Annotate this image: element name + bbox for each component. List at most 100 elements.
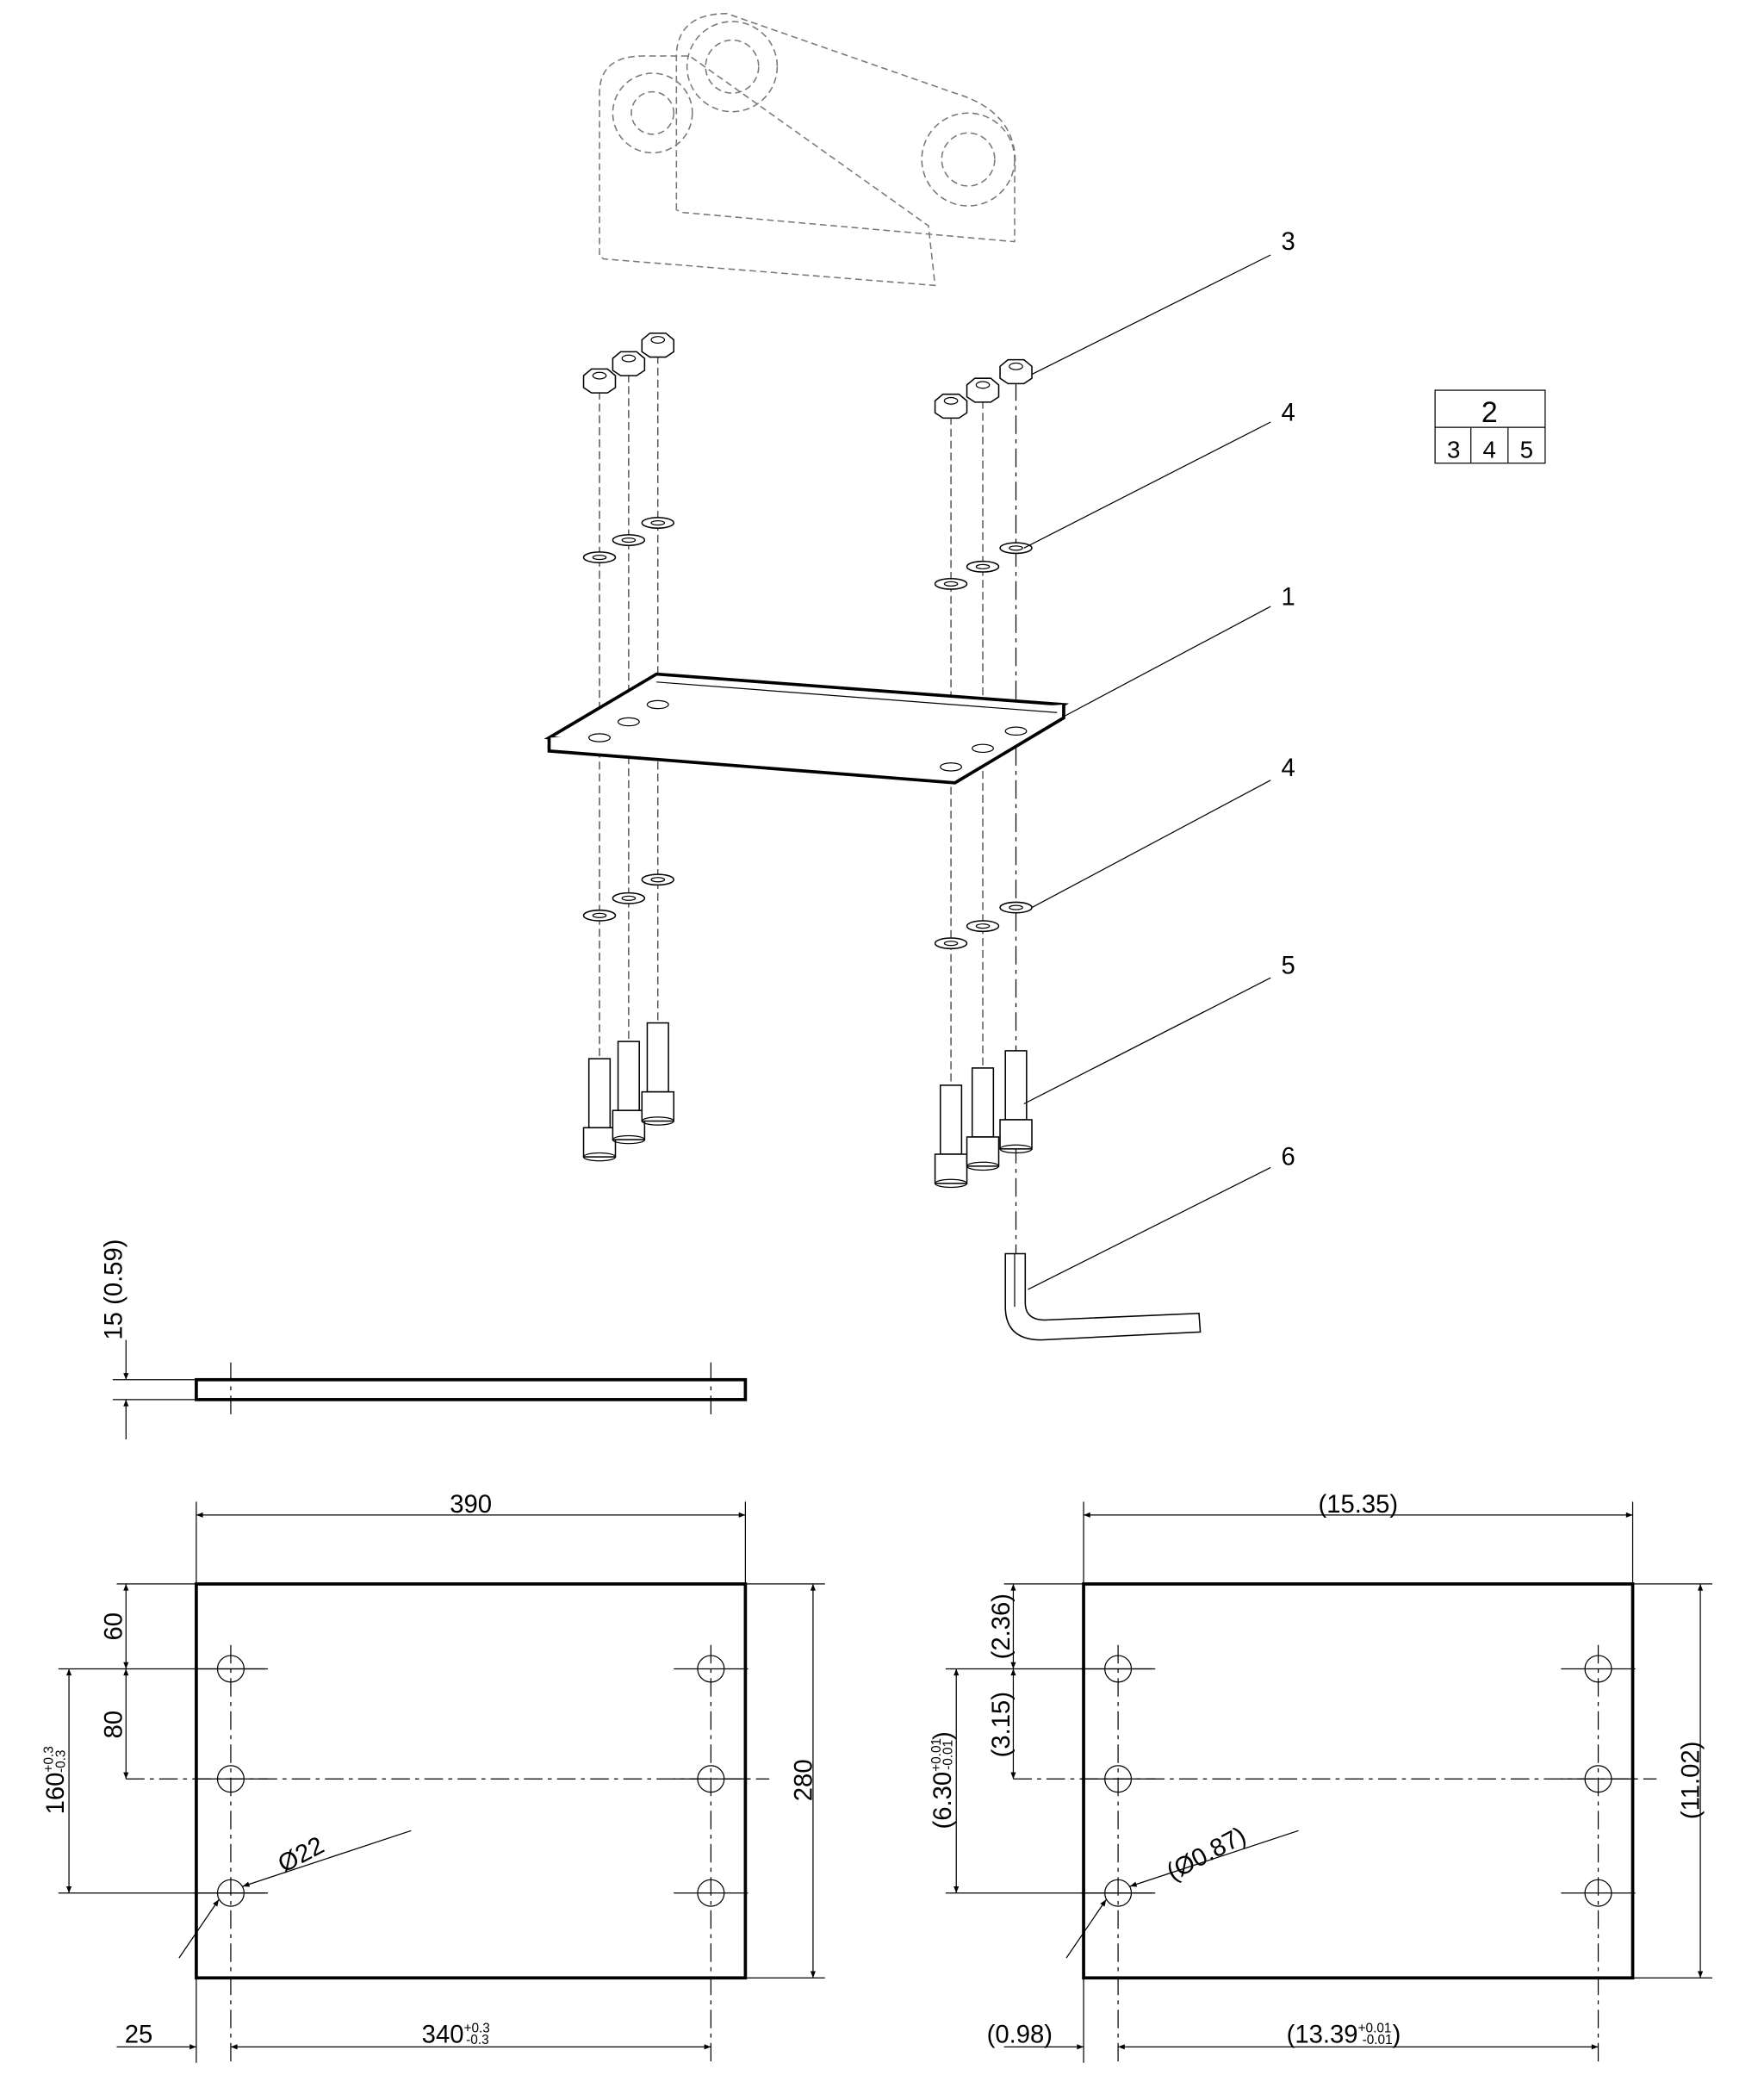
bom-assembly-number: 2 [1481, 396, 1498, 429]
nut [999, 358, 1033, 385]
balloon-leaders [1023, 254, 1271, 1290]
plate-hole [1004, 726, 1028, 736]
washer [999, 901, 1033, 914]
washer [612, 534, 646, 546]
balloon-4-upper: 4 [1281, 399, 1295, 426]
washer-hole [943, 941, 959, 947]
washer [641, 517, 675, 529]
washer [612, 892, 646, 904]
dim-height-in: (11.02) [1678, 1742, 1705, 1820]
dim-hole-span: 340+0.3-0.3 [422, 2021, 490, 2048]
bolt-head [999, 1119, 1033, 1150]
dim-hole-diameter: Ø22 [274, 1832, 329, 1879]
plate-hole [972, 743, 994, 754]
bolt-head-base [999, 1144, 1033, 1154]
dia-leader [178, 1899, 220, 1959]
washer-hole [975, 923, 991, 929]
bolt-head-base [934, 1178, 968, 1189]
plan-view-metric [58, 1501, 825, 2063]
nut [641, 332, 675, 358]
bolt-shank [939, 1084, 963, 1155]
bolt-head [641, 1090, 675, 1122]
dia-leader [1129, 1830, 1299, 1887]
dim-edge-hole-in: (0.98) [987, 2022, 1053, 2049]
washers [582, 517, 1033, 950]
dim-row1-row2: 80 [101, 1711, 128, 1739]
thickness-dimension: 15 (0.59) [101, 1239, 128, 1340]
washer [966, 560, 1000, 573]
plate-hole [940, 762, 963, 772]
dim-edge-row1: 60 [101, 1612, 128, 1641]
dim-row-span: 160+0.3-0.3 [42, 1746, 70, 1814]
balloon-3: 3 [1281, 228, 1295, 256]
hex-key [1004, 1252, 1202, 1341]
plate-hole [617, 717, 640, 727]
dim-hole-span-in: (13.39+0.01-0.01) [1287, 2021, 1401, 2048]
bolt-head-base [612, 1134, 645, 1145]
dia-leader [242, 1830, 412, 1887]
plan-view-imperial [945, 1501, 1712, 2063]
side-view: 15 (0.59) [101, 1239, 748, 1440]
nut-bore [943, 396, 959, 405]
bolt-head [582, 1127, 617, 1158]
phantom-bracket [599, 12, 1016, 287]
washer-hole [592, 554, 607, 561]
bom-part-3: 3 [1447, 437, 1460, 463]
bolt-head [934, 1153, 968, 1184]
nut-bore [1009, 362, 1023, 370]
washer-hole [943, 581, 959, 587]
bom-table: 2 3 4 5 [1434, 389, 1546, 464]
base-plate-isometric [543, 672, 1070, 785]
dim-row1-row2-in: (3.15) [988, 1692, 1016, 1757]
washer [999, 542, 1033, 555]
nut-bore [592, 371, 607, 380]
washer-hole [975, 563, 991, 569]
nut-bore [975, 381, 991, 389]
washer [582, 551, 617, 564]
bolt-head-base [966, 1161, 1000, 1171]
bolt-shank [587, 1058, 612, 1128]
bolt-head [612, 1109, 646, 1140]
dia-leader [1065, 1899, 1107, 1959]
washer [934, 577, 968, 590]
nuts [582, 332, 1033, 419]
nut [582, 368, 617, 394]
nut-bore [621, 354, 637, 363]
plate-outline [1082, 1582, 1635, 1980]
washer [582, 909, 617, 922]
dim-width-in: (15.35) [1318, 1491, 1398, 1519]
bom-part-5: 5 [1520, 437, 1533, 463]
nut-bore [650, 336, 666, 345]
dim-height: 280 [790, 1759, 817, 1801]
plate-outline [195, 1582, 748, 1980]
bolt-shank [971, 1067, 995, 1138]
balloon-5: 5 [1281, 953, 1295, 980]
bolt-shank [1004, 1050, 1028, 1121]
washer-hole [1009, 545, 1023, 551]
washer-hole [621, 895, 637, 901]
dim-row-span-in: (6.30+0.01-0.01) [929, 1731, 957, 1829]
bolt-head [966, 1136, 1000, 1167]
washer [966, 920, 1000, 933]
washer-hole [650, 877, 666, 883]
dim-width: 390 [450, 1491, 492, 1519]
dim-edge-row1-in: (2.36) [988, 1594, 1016, 1659]
washer [641, 873, 675, 886]
dim-hole-diameter-in: (Ø0.87) [1162, 1822, 1251, 1886]
washer-hole [650, 519, 666, 526]
washer-hole [621, 537, 637, 544]
washer [934, 937, 968, 950]
bolt-head-base [641, 1116, 674, 1126]
bolts [582, 1022, 1033, 1189]
bolt-shank [617, 1041, 640, 1111]
nut [934, 393, 968, 419]
nut [612, 351, 646, 376]
balloon-6: 6 [1281, 1143, 1295, 1171]
dim-edge-hole: 25 [125, 2022, 153, 2049]
bolt-shank [646, 1022, 669, 1093]
washer-hole [1009, 904, 1023, 910]
plate-hole [646, 699, 669, 710]
washer-hole [592, 912, 607, 918]
balloon-4-lower: 4 [1281, 755, 1295, 782]
